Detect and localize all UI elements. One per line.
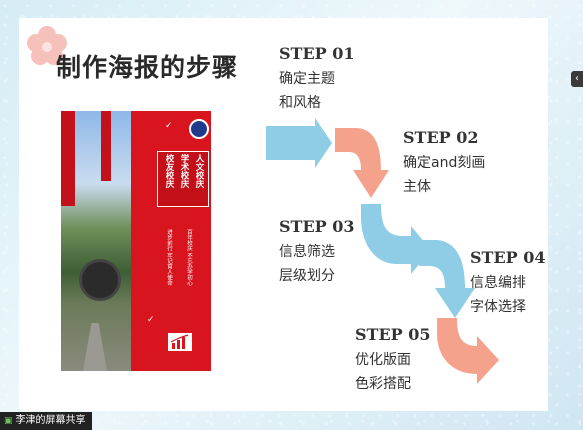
step-5-description: 优化版面 色彩搭配 <box>355 348 411 396</box>
step-arrow-1 <box>266 118 332 168</box>
step-1-description: 确定主题 和风格 <box>279 67 335 115</box>
poster-motto-right: 百年校庆 不忘办学初心 <box>186 229 192 286</box>
process-arrows <box>266 118 499 384</box>
screen-share-indicator[interactable]: ▣ 李津的屏幕共享 <box>0 412 92 430</box>
step-arrow-2 <box>335 128 389 198</box>
step-arrow-3 <box>361 204 431 274</box>
step-4-label: STEP 04 <box>470 248 546 267</box>
step-2-line-1: 确定and刻画 <box>403 155 486 171</box>
red-ribbon <box>101 111 111 181</box>
step-3-line-2: 层级划分 <box>279 268 335 284</box>
screen-share-icon: ▣ <box>4 416 13 426</box>
poster-column-2: 学术校庆 <box>179 154 189 188</box>
monument-emblem <box>79 259 121 301</box>
step-3-line-1: 信息筛选 <box>279 244 335 260</box>
step-4-line-1: 信息编排 <box>470 275 526 291</box>
step-3-description: 信息筛选 层级划分 <box>279 240 335 288</box>
step-3-label: STEP 03 <box>279 217 355 236</box>
page-title: 制作海报的步骤 <box>56 53 239 82</box>
poster-column-3: 校友校庆 <box>164 154 174 188</box>
bird-icon: ✓ <box>165 121 173 131</box>
presentation-slide: 制作海报的步骤 ✓ 人文校庆 学术校庆 校友校庆 百年校庆 不忘办学初心 进步前… <box>19 18 548 411</box>
step-1-line-2: 和风格 <box>279 95 321 111</box>
chevron-left-icon[interactable]: ‹ <box>571 71 583 87</box>
step-4-line-2: 字体选择 <box>470 299 526 315</box>
step-2-description: 确定and刻画 主体 <box>403 151 485 199</box>
step-5-line-1: 优化版面 <box>355 352 411 368</box>
school-emblem-icon <box>189 119 209 139</box>
poster-motto-left: 进步前行 牢记育人使命 <box>166 229 172 286</box>
step-5-line-2: 色彩搭配 <box>355 376 411 392</box>
step-arrow-5 <box>437 318 499 384</box>
poster-tag-box <box>157 151 209 207</box>
step-2-line-2: 主体 <box>403 179 431 195</box>
red-ribbon <box>61 111 75 206</box>
poster-logo-icon <box>168 333 192 351</box>
step-1-label: STEP 01 <box>279 44 355 63</box>
step-arrow-4 <box>419 240 475 318</box>
screen-share-label: 李津的屏幕共享 <box>15 415 86 426</box>
poster-image: ✓ 人文校庆 学术校庆 校友校庆 百年校庆 不忘办学初心 进步前行 牢记育人使命… <box>61 111 211 371</box>
step-5-label: STEP 05 <box>355 325 431 344</box>
flower-icon <box>27 26 67 65</box>
poster-column-1: 人文校庆 <box>194 154 204 188</box>
step-1-line-1: 确定主题 <box>279 71 335 87</box>
step-2-label: STEP 02 <box>403 128 479 147</box>
step-4-description: 信息编排 字体选择 <box>470 271 526 319</box>
bird-icon: ✓ <box>147 315 155 325</box>
